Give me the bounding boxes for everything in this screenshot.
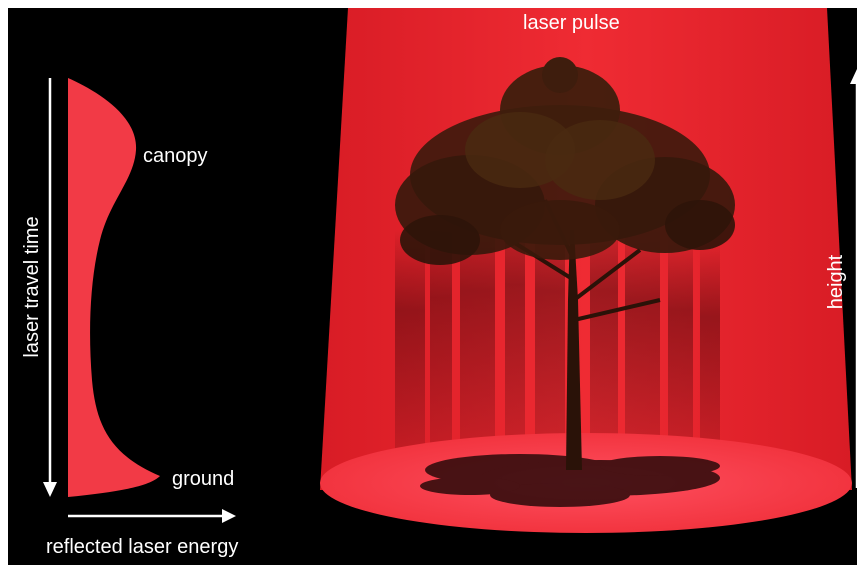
- travel-time-label: laser travel time: [21, 216, 43, 358]
- height-label: height: [825, 254, 847, 310]
- canopy-label: canopy: [143, 145, 208, 167]
- time-axis-arrowhead: [43, 482, 57, 497]
- tree-trunk: [508, 199, 661, 470]
- energy-axis-arrowhead: [222, 509, 236, 523]
- tree-canopy: [395, 57, 735, 265]
- canopy-shadow-streaks: [395, 190, 720, 460]
- ground-label: ground: [172, 468, 235, 490]
- return-waveform: [68, 78, 160, 497]
- reflected-energy-label: reflected laser energy: [46, 536, 239, 558]
- height-axis-arrowhead: [850, 69, 861, 84]
- laser-pulse-label: laser pulse: [523, 12, 620, 34]
